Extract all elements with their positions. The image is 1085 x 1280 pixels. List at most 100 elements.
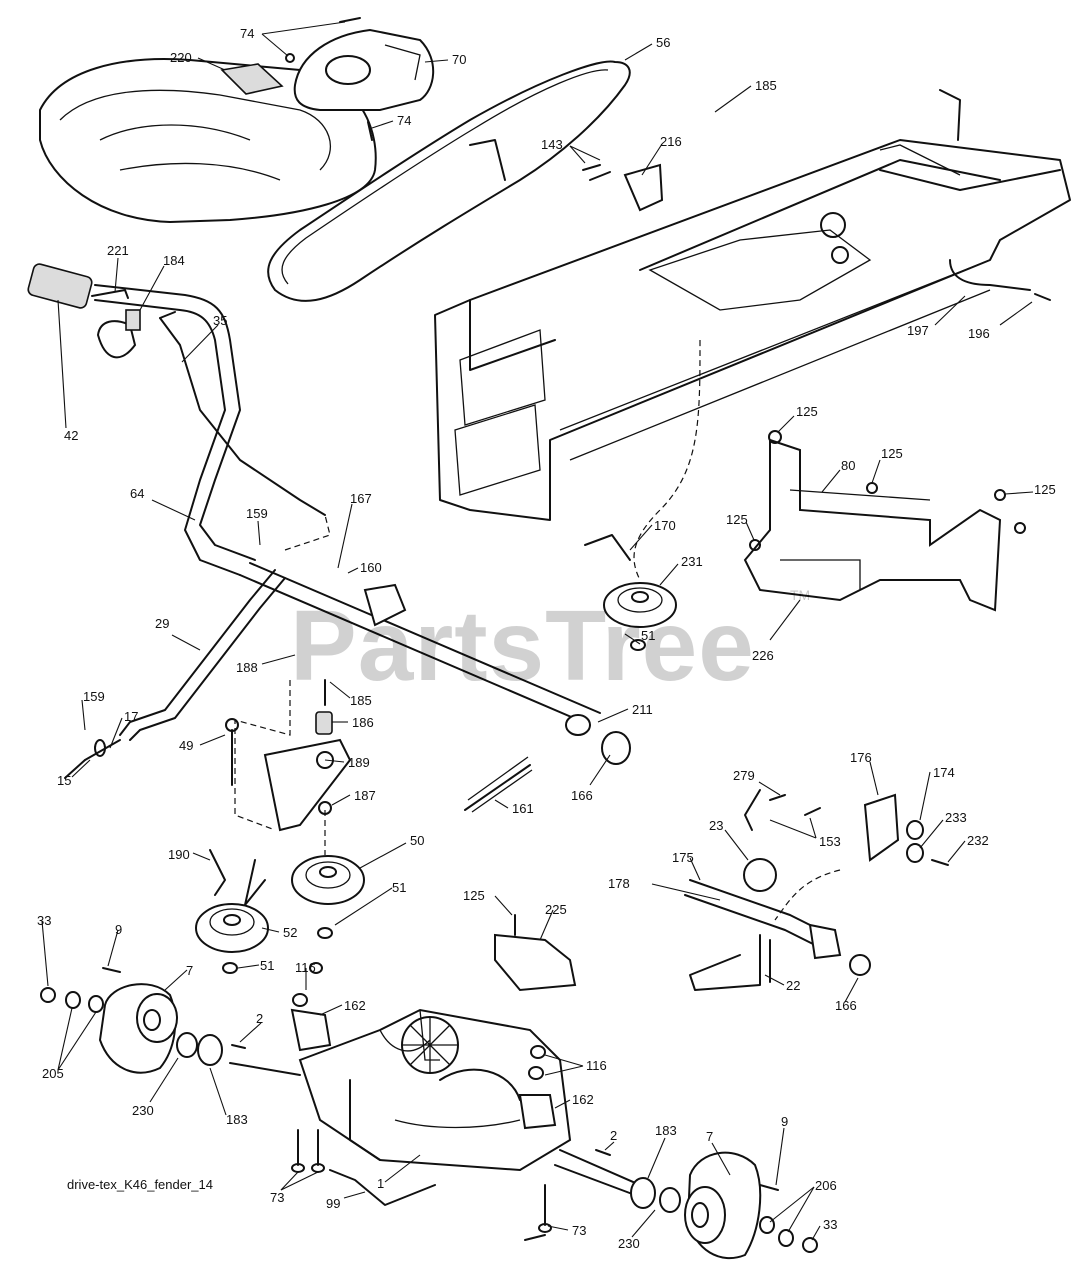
rod-29-part bbox=[119, 569, 286, 741]
callout-64: 64 bbox=[130, 486, 144, 501]
callout-50: 50 bbox=[410, 833, 424, 848]
callout-74: 74 bbox=[240, 26, 254, 41]
callout-225: 225 bbox=[545, 902, 567, 917]
callout-51: 51 bbox=[392, 880, 406, 895]
callout-15: 15 bbox=[57, 773, 71, 788]
pulley-52-part bbox=[195, 903, 269, 974]
callout-125: 125 bbox=[881, 446, 903, 461]
frame-part bbox=[434, 89, 1071, 521]
callout-7: 7 bbox=[706, 1129, 713, 1144]
callout-178: 178 bbox=[608, 876, 630, 891]
rod-35-part bbox=[159, 311, 326, 516]
wheel-hub-left-part bbox=[40, 967, 246, 1074]
callout-197: 197 bbox=[907, 323, 929, 338]
callout-206: 206 bbox=[815, 1178, 837, 1193]
pulley-50-part bbox=[291, 855, 365, 939]
bracket-190-part bbox=[209, 849, 266, 906]
spring-161-part bbox=[464, 756, 533, 813]
callout-73: 73 bbox=[572, 1223, 586, 1238]
callout-125: 125 bbox=[1034, 482, 1056, 497]
transaxle-part bbox=[229, 1008, 641, 1196]
callout-196: 196 bbox=[968, 326, 990, 341]
callout-labels: 74 74 220 70 56 185 143 216 221 184 35 4… bbox=[37, 26, 1056, 1251]
bracket-176-part bbox=[863, 793, 949, 866]
callout-185: 185 bbox=[755, 78, 777, 93]
callout-159: 159 bbox=[246, 506, 268, 521]
callout-70: 70 bbox=[452, 52, 466, 67]
bracket-225-part bbox=[494, 914, 577, 992]
callout-279: 279 bbox=[733, 768, 755, 783]
callout-74: 74 bbox=[397, 113, 411, 128]
callout-175: 175 bbox=[672, 850, 694, 865]
callout-22: 22 bbox=[786, 978, 800, 993]
callout-2: 2 bbox=[256, 1011, 263, 1026]
callout-231: 231 bbox=[681, 554, 703, 569]
watermark-tm: TM bbox=[790, 587, 810, 603]
rear-bracket-part bbox=[743, 430, 1026, 612]
callout-160: 160 bbox=[360, 560, 382, 575]
callout-216: 216 bbox=[660, 134, 682, 149]
callout-211: 211 bbox=[632, 702, 653, 717]
drive-belt-part bbox=[267, 60, 631, 302]
callout-184: 184 bbox=[163, 253, 185, 268]
callout-162: 162 bbox=[344, 998, 366, 1013]
callout-9: 9 bbox=[781, 1114, 788, 1129]
callout-226: 226 bbox=[752, 648, 774, 663]
callout-174: 174 bbox=[933, 765, 955, 780]
fan-part bbox=[401, 1016, 459, 1074]
callout-190: 190 bbox=[168, 847, 190, 862]
leader-lines bbox=[41, 21, 1034, 1241]
callout-80: 80 bbox=[841, 458, 855, 473]
callout-33: 33 bbox=[37, 913, 51, 928]
callout-185: 185 bbox=[350, 693, 372, 708]
callout-116: 116 bbox=[586, 1058, 607, 1073]
dash-panel-part bbox=[285, 17, 435, 141]
mount-162-part bbox=[290, 962, 557, 1130]
callout-56: 56 bbox=[656, 35, 670, 50]
callout-52: 52 bbox=[283, 925, 297, 940]
callout-167: 167 bbox=[350, 491, 372, 506]
callout-29: 29 bbox=[155, 616, 169, 631]
callout-153: 153 bbox=[819, 834, 841, 849]
callout-125: 125 bbox=[463, 888, 485, 903]
callout-125: 125 bbox=[796, 404, 818, 419]
callout-189: 189 bbox=[348, 755, 370, 770]
wheel-hub-right-part bbox=[595, 1149, 818, 1260]
callout-162: 162 bbox=[572, 1092, 594, 1107]
callout-188: 188 bbox=[236, 660, 258, 675]
callout-233: 233 bbox=[945, 810, 967, 825]
callout-33: 33 bbox=[823, 1217, 837, 1232]
partstree-watermark: PartsTree bbox=[290, 590, 755, 702]
knob-184-part bbox=[96, 309, 141, 359]
callout-2: 2 bbox=[610, 1128, 617, 1143]
cross-shaft-part bbox=[239, 562, 631, 765]
callout-161: 161 bbox=[512, 801, 534, 816]
tow-bracket-197-part bbox=[949, 259, 1051, 301]
callout-7: 7 bbox=[186, 963, 193, 978]
pivot-plate-189-part bbox=[225, 679, 352, 832]
rod-279-part bbox=[744, 789, 821, 831]
callout-220: 220 bbox=[170, 50, 192, 65]
callout-183: 183 bbox=[226, 1112, 248, 1127]
callout-1: 1 bbox=[377, 1176, 384, 1191]
callout-186: 186 bbox=[352, 715, 374, 730]
ball-23-part bbox=[743, 858, 777, 892]
callout-51: 51 bbox=[641, 628, 655, 643]
pulley-231-part bbox=[584, 534, 677, 651]
callout-49: 49 bbox=[179, 738, 193, 753]
callout-230: 230 bbox=[618, 1236, 640, 1251]
callout-116: 116 bbox=[295, 960, 316, 975]
callout-143: 143 bbox=[541, 137, 563, 152]
callout-51: 51 bbox=[260, 958, 274, 973]
fender-part bbox=[39, 58, 377, 223]
callout-23: 23 bbox=[709, 818, 723, 833]
callout-166: 166 bbox=[835, 998, 857, 1013]
bracket-216-part bbox=[582, 163, 664, 212]
pedal-grip-part bbox=[27, 263, 256, 576]
callout-187: 187 bbox=[354, 788, 376, 803]
fender-pad-part bbox=[220, 63, 284, 95]
callout-205: 205 bbox=[42, 1066, 64, 1081]
rod-99-part bbox=[329, 1169, 436, 1206]
callout-170: 170 bbox=[654, 518, 676, 533]
